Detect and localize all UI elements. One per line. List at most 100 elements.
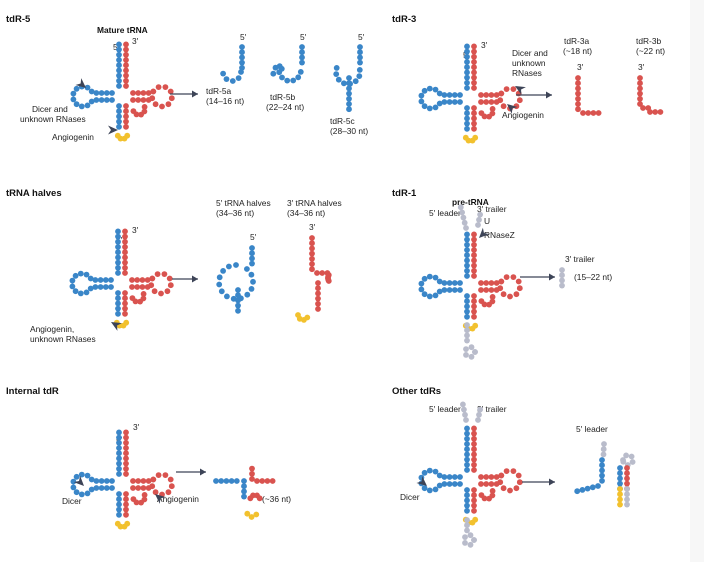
nucleotide [617, 491, 623, 498]
label-3prime: 3′ [481, 40, 488, 50]
nucleotide [478, 474, 484, 480]
nucleotide [426, 467, 433, 474]
label-5prime: 5′ [250, 232, 257, 242]
cleavage-site-arrowhead [507, 104, 518, 114]
nucleotide [88, 88, 95, 95]
nucleotide [123, 72, 129, 79]
nucleotide [500, 485, 507, 492]
nucleotide [155, 84, 162, 90]
nucleotide [617, 501, 623, 508]
nucleotide [617, 496, 623, 503]
nucleotide [471, 247, 477, 253]
nucleotide [464, 257, 470, 264]
nucleotide [640, 105, 646, 111]
nucleotide [457, 287, 463, 293]
nucleotide [426, 487, 433, 494]
nucleotide [123, 77, 129, 84]
nucleotide [122, 290, 128, 296]
nucleotide [309, 261, 315, 267]
nucleotide [115, 310, 121, 317]
nucleotide [498, 90, 505, 97]
nucleotide [150, 88, 157, 95]
nucleotide [108, 277, 114, 283]
nucleotide [73, 85, 80, 92]
nucleotide [325, 278, 332, 284]
label-angiogenin: Angiogenin [157, 494, 199, 504]
nucleotide [116, 41, 122, 48]
nucleotide [346, 95, 352, 102]
nucleotide [149, 275, 156, 282]
nucleotide [436, 90, 443, 97]
nucleotide [464, 247, 470, 253]
nucleotide [421, 275, 428, 282]
nucleotide [457, 92, 463, 98]
nucleotide [238, 69, 244, 75]
nucleotide [461, 406, 467, 413]
label-tdr5a: tdR-5a [206, 86, 231, 96]
nucleotide [108, 284, 114, 290]
nucleotide [471, 467, 477, 473]
nucleotide [315, 290, 321, 297]
nucleotide [72, 272, 79, 279]
nucleotide [463, 417, 469, 423]
label-angiogenin: Angiogenin [502, 110, 544, 120]
label-angiogenin: Angiogenin, [30, 324, 74, 334]
nucleotide [357, 59, 363, 66]
nucleotide [140, 478, 147, 484]
nucleotide [248, 271, 255, 278]
nucleotide [123, 41, 129, 48]
label-tdr5b: tdR-5b [270, 92, 295, 102]
label-mature-trna: Mature tRNA [97, 25, 148, 35]
nucleotide [139, 277, 146, 283]
nucleotide [637, 75, 643, 81]
label-5prime-halves-length: (34–36 nt) [216, 208, 254, 218]
nucleotide [471, 53, 477, 60]
nucleotide [489, 294, 496, 300]
nucleotide [486, 301, 492, 308]
nucleotide [467, 541, 474, 548]
nucleotide [149, 95, 156, 102]
nucleotide [464, 64, 470, 71]
nucleotide [446, 481, 453, 487]
nucleotide [122, 233, 128, 240]
nucleotide [483, 481, 490, 487]
cleavage-site-arrowhead [479, 227, 490, 238]
nucleotide [123, 46, 129, 53]
nucleotide [471, 487, 477, 493]
nucleotide [253, 511, 260, 518]
nucleotide [115, 259, 121, 266]
nucleotide [432, 104, 439, 111]
nucleotide [69, 283, 76, 290]
nucleotide [471, 435, 477, 442]
panel-title-tdr1: tdR-1 [392, 188, 417, 199]
nucleotide [471, 74, 477, 81]
nucleotide [319, 270, 326, 276]
nucleotide [464, 236, 470, 243]
nucleotide [457, 481, 463, 487]
nucleotide [464, 303, 470, 310]
nucleotide [356, 73, 363, 79]
nucleotide [620, 458, 627, 465]
nucleotide [463, 346, 469, 352]
nucleotide [478, 99, 484, 105]
nucleotide [241, 483, 247, 490]
nucleotide [164, 288, 171, 295]
nucleotide [477, 211, 483, 218]
nucleotide [78, 471, 85, 478]
nucleotide [486, 113, 492, 120]
panel-title-internal-tdr: Internal tdR [6, 386, 59, 397]
nucleotide [464, 120, 470, 127]
cleavage-site-arrowhead [515, 86, 526, 95]
label-internal-length: (~36 nt) [262, 494, 291, 504]
label-dicer-line1: Dicer and [32, 104, 68, 114]
nucleotide [432, 274, 439, 281]
nucleotide [464, 69, 470, 76]
nucleotide [134, 277, 141, 283]
nucleotide [471, 69, 477, 76]
nucleotide [464, 79, 470, 86]
nucleotide [507, 487, 513, 494]
nucleotide [116, 103, 122, 109]
nucleotide [489, 106, 496, 112]
nucleotide [478, 92, 484, 98]
nucleotide [471, 110, 477, 117]
